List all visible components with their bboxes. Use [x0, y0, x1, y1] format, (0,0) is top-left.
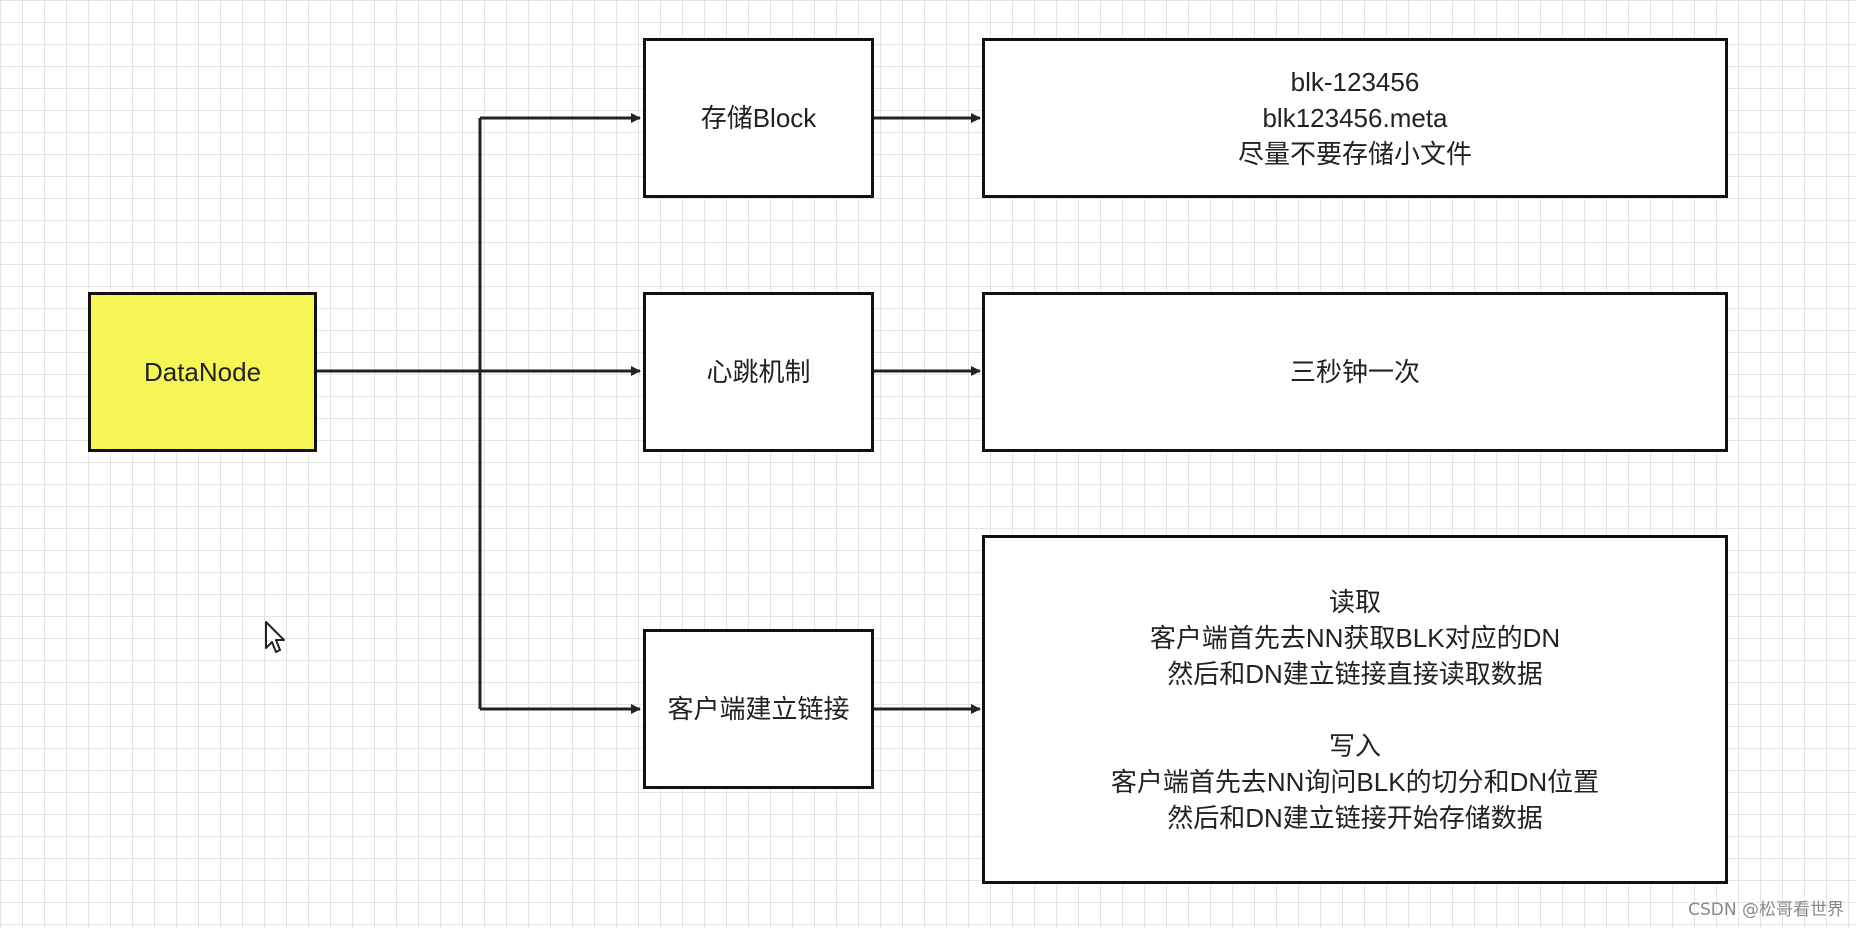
storage-block-label: 存储Block	[700, 103, 817, 133]
read-line-1: 客户端首先去NN获取BLK对应的DN	[1149, 622, 1561, 653]
storage-detail-node: blk-123456 blk123456.meta 尽量不要存储小文件	[982, 38, 1728, 198]
storage-detail-line-1: blk-123456	[1290, 67, 1420, 97]
client-connection-label: 客户端建立链接	[667, 694, 850, 724]
read-line-2: 然后和DN建立链接直接读取数据	[1167, 658, 1543, 689]
heartbeat-detail-node: 三秒钟一次	[982, 292, 1728, 452]
datanode-node: DataNode	[88, 292, 317, 452]
storage-detail-line-2: blk123456.meta	[1262, 103, 1448, 133]
client-connection-node: 客户端建立链接	[643, 629, 874, 789]
heartbeat-detail-text: 三秒钟一次	[1289, 357, 1420, 387]
heartbeat-node: 心跳机制	[643, 292, 874, 452]
mouse-pointer-icon	[265, 621, 285, 653]
watermark: CSDN @松哥看世界	[1688, 900, 1844, 920]
storage-detail-line-3: 尽量不要存储小文件	[1237, 139, 1472, 169]
write-line-2: 然后和DN建立链接开始存储数据	[1167, 802, 1543, 833]
read-title: 读取	[1328, 586, 1381, 617]
storage-block-node: 存储Block	[643, 38, 874, 198]
heartbeat-label: 心跳机制	[706, 357, 811, 387]
write-line-1: 客户端首先去NN询问BLK的切分和DN位置	[1110, 766, 1600, 797]
write-title: 写入	[1328, 730, 1381, 761]
datanode-label: DataNode	[143, 357, 262, 387]
client-detail-node: 读取 客户端首先去NN获取BLK对应的DN 然后和DN建立链接直接读取数据 写入…	[982, 535, 1728, 884]
